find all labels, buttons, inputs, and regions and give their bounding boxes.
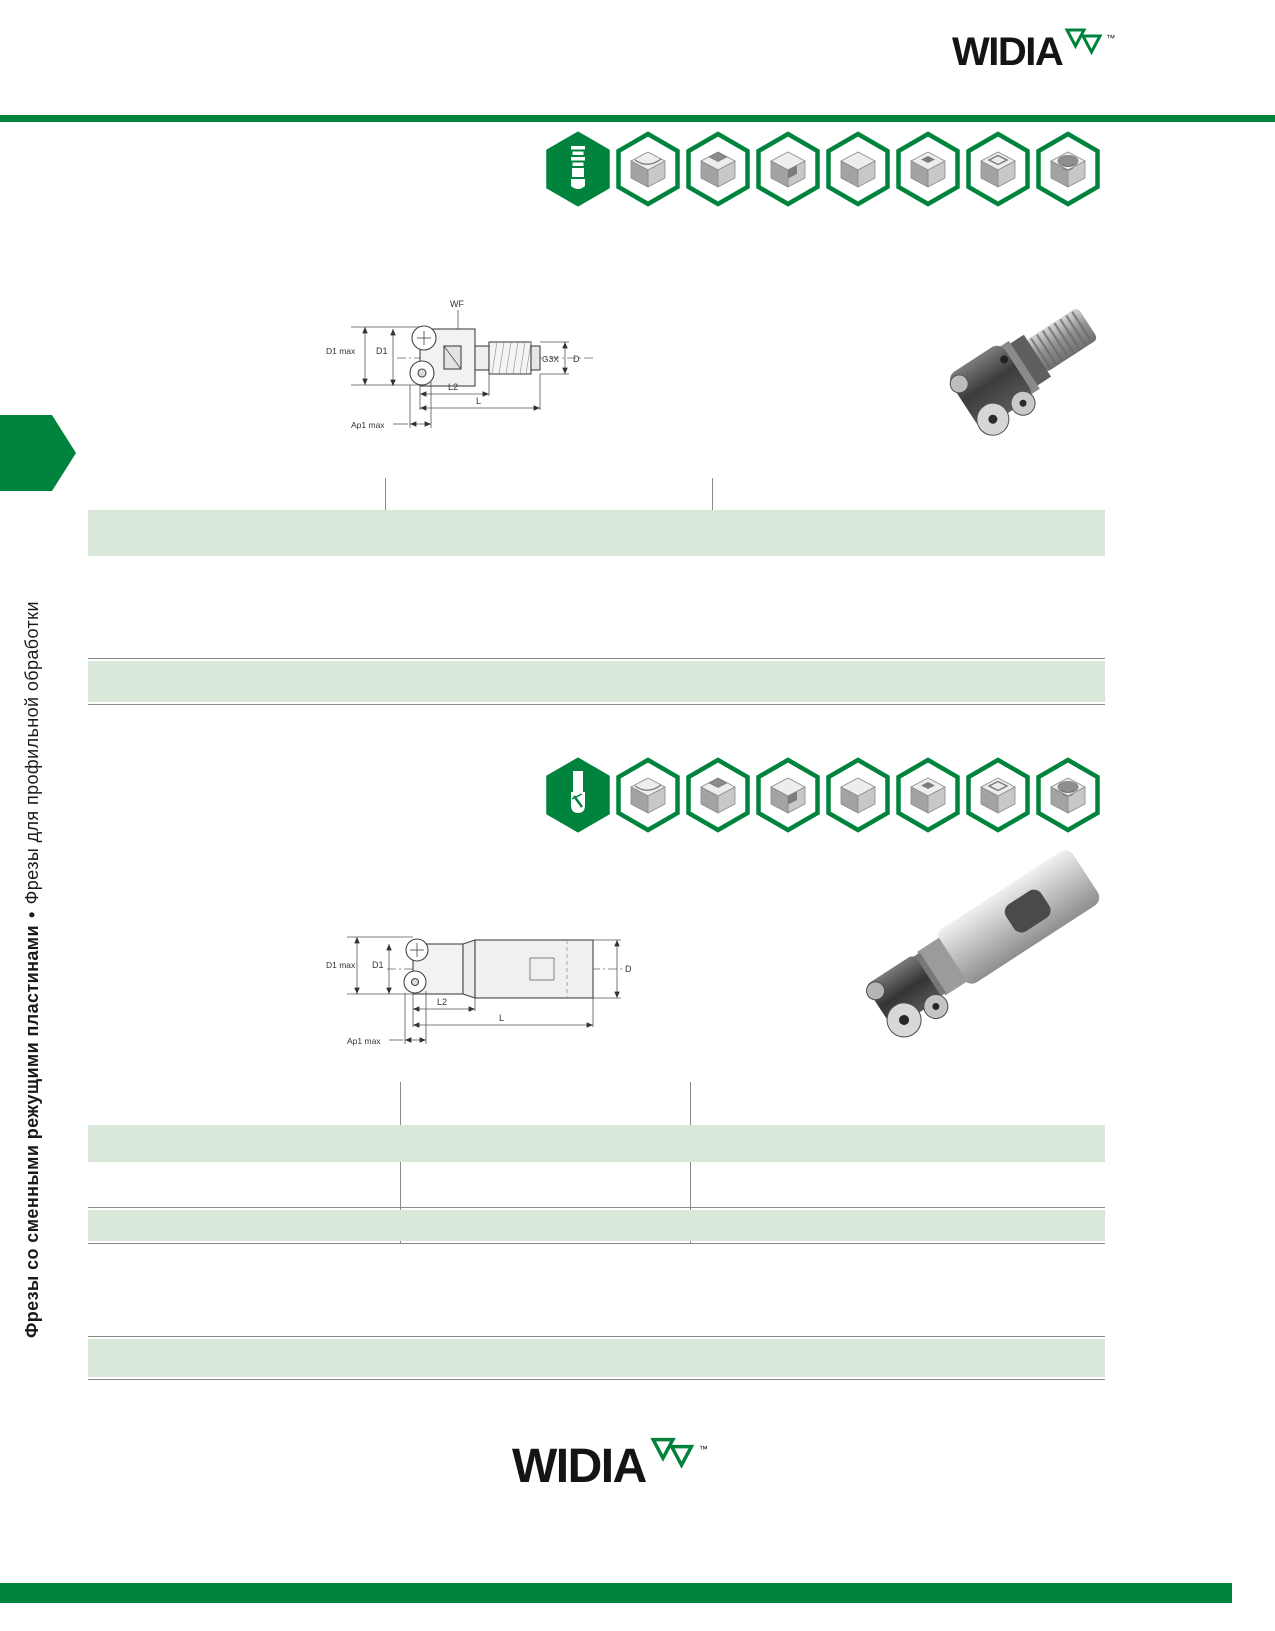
table1-note-band bbox=[88, 661, 1105, 702]
widia-logo-text: WIDIA bbox=[952, 30, 1064, 74]
footer-logo: WIDIA ™ bbox=[512, 1437, 708, 1493]
plain-block-icon bbox=[826, 757, 890, 833]
table2-rule-mid-bottom bbox=[88, 1243, 1105, 1244]
product-photo-screw-on-cutter bbox=[949, 308, 1097, 436]
sidebar-title-regular: Фрезы для профильной обработки bbox=[22, 601, 42, 905]
dim-label-d1: D1 bbox=[372, 960, 384, 970]
dim-label-l2: L2 bbox=[448, 382, 458, 392]
dim-label-wf: WF bbox=[450, 299, 464, 309]
thread-adapter-icon bbox=[546, 131, 610, 207]
dim-label-l: L bbox=[499, 1013, 504, 1023]
table1-header-band bbox=[88, 510, 1105, 556]
shoulder-block-icon bbox=[686, 757, 750, 833]
sidebar-title-bold: Фрезы со сменными режущими пластинами bbox=[22, 925, 42, 1338]
helical-bore-icon bbox=[1036, 757, 1100, 833]
widia-logo-text: WIDIA bbox=[512, 1440, 647, 1493]
dim-label-d: D bbox=[625, 964, 632, 974]
corner-notch-icon bbox=[756, 131, 820, 207]
section-tab-arrow bbox=[0, 415, 76, 491]
table2-subheader-band bbox=[88, 1210, 1105, 1241]
table2-rule-note-top bbox=[88, 1336, 1105, 1337]
dim-label-d1max: D1 max bbox=[326, 346, 356, 356]
dim-label-ap1max: Ap1 max bbox=[351, 420, 385, 430]
dim-label-l: L bbox=[476, 396, 481, 406]
dim-label-g3x: G3X bbox=[542, 354, 559, 364]
end-mill-icon bbox=[546, 757, 610, 833]
table2-header-band bbox=[88, 1125, 1105, 1162]
dim-label-d1max: D1 max bbox=[326, 960, 356, 970]
dim-label-d: D bbox=[573, 354, 580, 364]
application-icons-row-2 bbox=[545, 757, 1101, 833]
corner-notch-icon bbox=[756, 757, 820, 833]
table1-rule-bottom bbox=[88, 704, 1105, 705]
technical-drawing-shank-cutter: D1 max D1 D L2 L Ap1 max bbox=[326, 936, 632, 1046]
header-logo: WIDIA ™ bbox=[952, 28, 1116, 74]
widia-logo-mark-icon bbox=[650, 1437, 695, 1469]
table1-rule-top bbox=[88, 658, 1105, 659]
pocket-block-icon bbox=[896, 131, 960, 207]
helical-bore-icon bbox=[1036, 131, 1100, 207]
trademark-symbol: ™ bbox=[698, 1444, 708, 1454]
profile-block-icon bbox=[616, 757, 680, 833]
dim-label-l2: L2 bbox=[437, 997, 447, 1007]
product-photo-shank-cutter bbox=[866, 850, 1100, 1038]
cavity-block-icon bbox=[966, 131, 1030, 207]
technical-drawing-screw-on-cutter: WF D1 max D1 G3X D L2 L Ap1 max bbox=[326, 299, 593, 430]
table2-rule-mid-top bbox=[88, 1207, 1105, 1208]
plain-block-icon bbox=[826, 131, 890, 207]
application-icons-row-1 bbox=[545, 131, 1101, 207]
table2-rule-note-bottom bbox=[88, 1379, 1105, 1380]
header-rule bbox=[0, 115, 1275, 122]
widia-logo-mark-icon bbox=[1064, 28, 1103, 56]
table2-column-divider-2 bbox=[690, 1082, 691, 1243]
table2-note-band bbox=[88, 1339, 1105, 1377]
sidebar-section-title: Фрезы со сменными режущими пластинами • Фр… bbox=[22, 601, 43, 1338]
trademark-symbol: ™ bbox=[1106, 33, 1116, 43]
pocket-block-icon bbox=[896, 757, 960, 833]
footer-bar bbox=[0, 1583, 1232, 1603]
shoulder-block-icon bbox=[686, 131, 750, 207]
dim-label-ap1max: Ap1 max bbox=[347, 1036, 381, 1046]
cavity-block-icon bbox=[966, 757, 1030, 833]
dim-label-d1: D1 bbox=[376, 346, 388, 356]
profile-block-icon bbox=[616, 131, 680, 207]
table2-column-divider-1 bbox=[400, 1082, 401, 1243]
sidebar-bullet: • bbox=[22, 911, 42, 919]
